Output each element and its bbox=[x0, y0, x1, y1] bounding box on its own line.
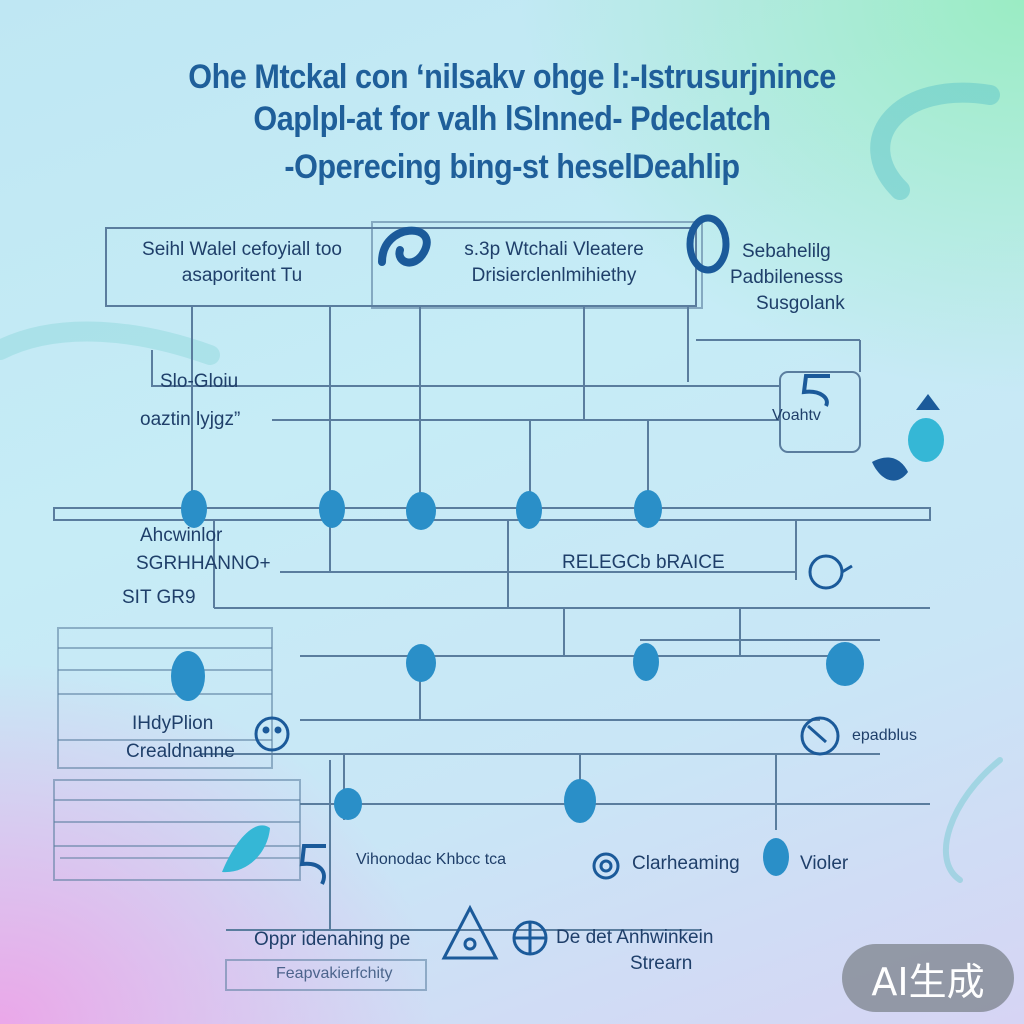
swirl-top-right bbox=[870, 82, 1000, 200]
top-box-left-line2: asaporitent Tu bbox=[181, 265, 303, 286]
top-box-right-line3: Susgolank bbox=[756, 293, 845, 314]
label-sgrhhanno: SGRHHANNO+ bbox=[136, 553, 271, 574]
ring-icon bbox=[686, 214, 730, 274]
label-voahtv: Voahtv bbox=[772, 407, 821, 424]
crossed-circle-icon bbox=[512, 920, 548, 956]
node bbox=[406, 492, 436, 530]
label-vihonodac: Vihonodac Khbcc tca bbox=[356, 851, 507, 868]
nodes bbox=[171, 490, 864, 876]
top-box-middle-line1: s.3p Wtchali Vleatere bbox=[464, 239, 644, 260]
node bbox=[564, 779, 596, 823]
node bbox=[181, 490, 207, 528]
gauge-icon bbox=[800, 716, 840, 756]
connectors bbox=[53, 306, 931, 931]
node bbox=[334, 788, 362, 820]
number-five-icon bbox=[801, 374, 830, 407]
document-five-icon bbox=[299, 844, 326, 885]
node bbox=[634, 490, 662, 528]
node bbox=[763, 838, 789, 876]
label-oppr-idenahing: Oppr idenahing pe bbox=[254, 929, 411, 950]
label-sit-gr9: SIT GR9 bbox=[122, 587, 196, 608]
label-slo-gloiu: Slo-Gloiu bbox=[160, 371, 239, 392]
leaf-icon bbox=[872, 394, 940, 481]
ai-generated-badge-text: AI生成 bbox=[871, 959, 985, 1004]
label-ahcwinlor: Ahcwinlor bbox=[140, 525, 223, 546]
decorative-swirls bbox=[0, 82, 1003, 883]
node bbox=[171, 651, 205, 701]
top-box-middle-line2: Drisierclenlmihiethy bbox=[471, 265, 637, 286]
label-violer: Violer bbox=[800, 853, 849, 874]
weight-icon bbox=[441, 904, 499, 960]
title-line-2: Oaplpl-at for valh lSlnned- Pdeclatch bbox=[253, 100, 771, 138]
label-epadblus: epadblus bbox=[852, 727, 917, 744]
left-panel bbox=[53, 627, 427, 991]
top-box-right-line1: Sebahelilg bbox=[742, 241, 831, 262]
loop-icon bbox=[808, 554, 853, 590]
swirl-bottom-right bbox=[942, 757, 1003, 883]
spiral-icon bbox=[592, 852, 620, 880]
ai-generated-badge: AI生成 bbox=[842, 944, 1014, 1012]
label-clarheaming: Clarheaming bbox=[632, 853, 740, 874]
label-relegcb-braice: RELEGCb bRAICE bbox=[562, 552, 725, 573]
label-crealdnanne: Crealdnanne bbox=[126, 741, 235, 762]
node bbox=[406, 644, 436, 682]
title-line-1: Ohe Mtckal con ‘nilsakv ohge l:-Istrusur… bbox=[188, 58, 836, 96]
label-ihdyplion: IHdyPlion bbox=[132, 713, 214, 734]
face-icon bbox=[254, 716, 290, 752]
node bbox=[826, 642, 864, 686]
bird-icon bbox=[222, 825, 270, 873]
label-dedet-anhwinkein: De det Anhwinkein bbox=[556, 927, 714, 948]
label-bottom-faint: Feapvakierfchity bbox=[276, 965, 393, 982]
drop-icon bbox=[908, 418, 944, 462]
voahtv-box bbox=[779, 371, 861, 453]
swirl-left bbox=[0, 321, 220, 365]
label-strearn: Strearn bbox=[630, 953, 693, 974]
node bbox=[319, 490, 345, 528]
hook-icon bbox=[378, 226, 431, 267]
top-box-right-line2: Padbilenesss bbox=[730, 267, 844, 288]
node bbox=[633, 643, 659, 681]
top-box-left-line1: Seihl Walel cefoyiall too bbox=[142, 239, 342, 260]
title-line-3: -Operecing bing-st heselDeahlip bbox=[284, 148, 740, 186]
icons bbox=[222, 214, 944, 960]
node bbox=[516, 491, 542, 529]
label-oaztin-lyjgz: oaztin lyjgz” bbox=[140, 409, 241, 430]
